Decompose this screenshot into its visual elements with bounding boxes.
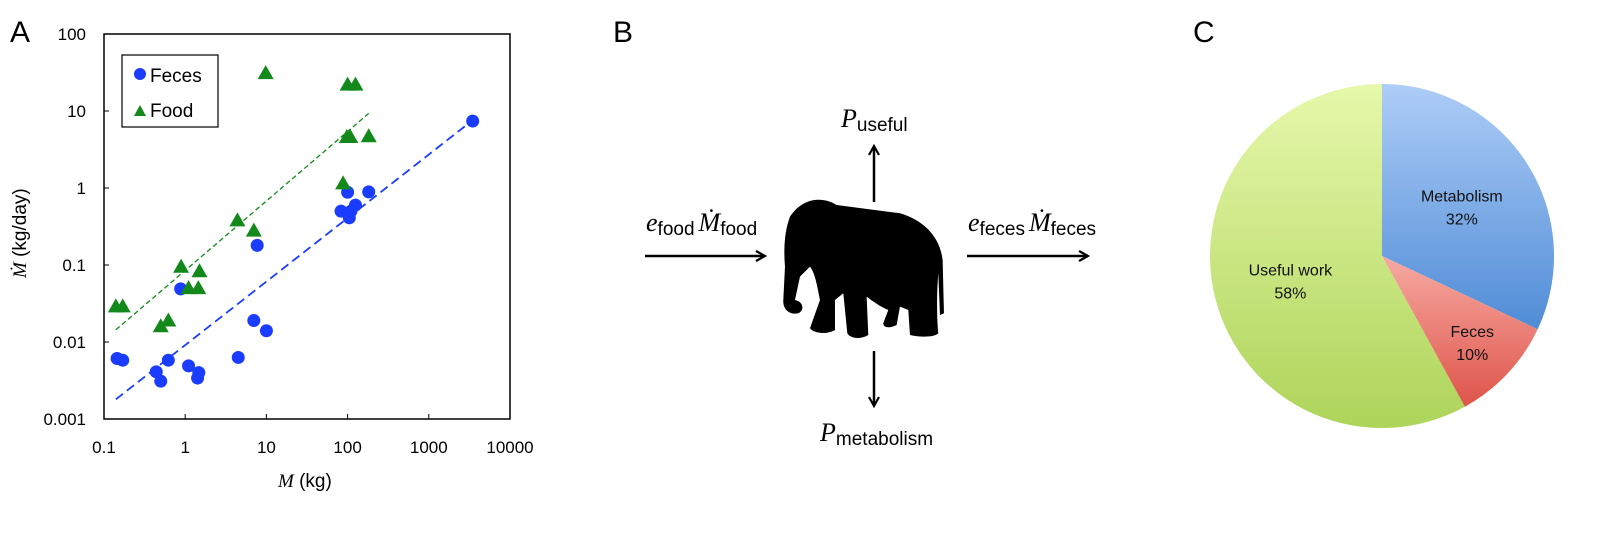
y-tick-label: 0.1 xyxy=(62,256,86,275)
panel-label-b: B xyxy=(613,16,633,49)
pie-chart: Metabolism 32% Feces 10% Useful work 58% xyxy=(1210,84,1555,428)
legend-food-marker xyxy=(134,105,146,116)
pie-slice-label: Metabolism xyxy=(1421,188,1503,205)
feces-fit-line xyxy=(115,119,474,401)
panel-label-a: A xyxy=(10,16,30,49)
food-point xyxy=(160,312,177,327)
food-point xyxy=(152,318,169,333)
feces-point xyxy=(161,353,175,367)
y-tick-label: 1 xyxy=(77,179,86,198)
food-point xyxy=(245,222,262,237)
pie-slice-metabolism xyxy=(1382,84,1555,330)
pie-slice-percent: 10% xyxy=(1456,347,1488,364)
x-tick-label: 1 xyxy=(180,438,189,457)
feces-point xyxy=(182,359,196,373)
legend-feces-label: Feces xyxy=(150,66,202,87)
legend-feces-marker xyxy=(134,68,146,80)
food-point xyxy=(191,263,208,278)
food-point xyxy=(335,175,352,190)
feces-point xyxy=(247,314,261,328)
feces-point xyxy=(154,374,168,388)
x-tick-label: 10 xyxy=(257,438,276,457)
feces-point xyxy=(250,238,264,252)
feces-point xyxy=(116,353,130,367)
pie-slice-label: Useful work xyxy=(1249,263,1334,280)
plot-frame xyxy=(103,33,511,420)
label-p-useful: Puseful xyxy=(840,104,908,136)
feces-point xyxy=(231,350,245,364)
x-axis-title: M (kg) xyxy=(277,471,332,492)
food-point xyxy=(347,76,364,91)
y-axis-title: Ṁ (kg/day) xyxy=(10,188,31,279)
y-tick-label: 0.001 xyxy=(43,410,86,429)
pie-slice-percent: 32% xyxy=(1446,211,1478,228)
legend-food-label: Food xyxy=(150,101,193,122)
x-tick-label: 1000 xyxy=(410,438,448,457)
elephant-icon xyxy=(783,199,944,338)
y-tick-label: 100 xyxy=(58,25,86,44)
feces-point xyxy=(259,324,273,338)
feces-point xyxy=(466,114,480,128)
food-point xyxy=(257,65,274,80)
panel-label-c: C xyxy=(1193,16,1215,49)
label-p-metabolism: Pmetabolism xyxy=(819,418,933,450)
food-point xyxy=(229,212,246,227)
food-point xyxy=(114,298,131,313)
feces-point xyxy=(362,185,376,199)
pie-slice-useful-work xyxy=(1210,84,1465,428)
pie-slice-label: Feces xyxy=(1450,324,1494,341)
food-point xyxy=(360,128,377,143)
x-tick-label: 100 xyxy=(333,438,361,457)
y-tick-label: 10 xyxy=(67,102,86,121)
x-tick-label: 0.1 xyxy=(92,438,116,457)
pie-slice-percent: 58% xyxy=(1274,286,1306,303)
feces-point xyxy=(191,371,205,385)
legend: Feces Food xyxy=(121,54,219,128)
pie-slice-feces xyxy=(1382,256,1538,407)
x-tick-label: 10000 xyxy=(486,438,533,457)
feces-point xyxy=(348,198,362,212)
food-point xyxy=(190,280,207,295)
food-point xyxy=(342,128,359,143)
food-point xyxy=(173,258,190,273)
y-tick-label: 0.01 xyxy=(53,333,86,352)
scatter-chart: 0.1 1 10 100 1000 10000 0.001 0.01 0.1 1 10 100 Fec… xyxy=(10,25,534,492)
